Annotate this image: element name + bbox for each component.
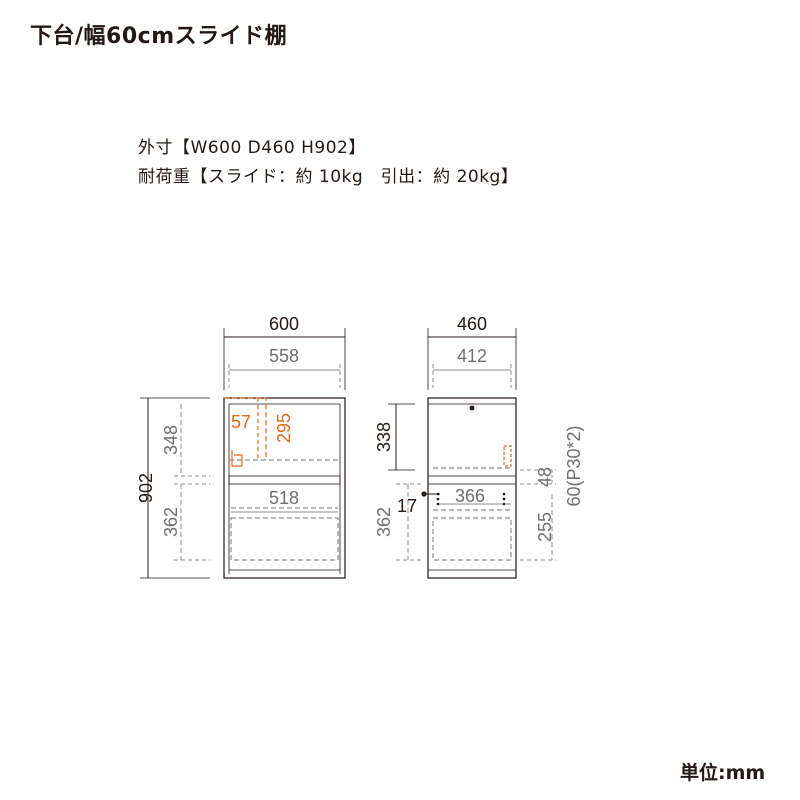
label-offset-17: 17 — [397, 496, 417, 516]
side-slide-stopper — [503, 445, 512, 467]
page-title: 下台/幅60cmスライド棚 — [30, 24, 288, 49]
load-capacity-spec: 耐荷重【スライド：約 10kg 引出：約 20kg】 — [138, 167, 519, 187]
label-slide-57: 57 — [231, 412, 251, 432]
label-depth-460: 460 — [457, 314, 487, 334]
label-pitch-60: 60(P30*2) — [564, 425, 584, 506]
slide-rail-outline — [224, 397, 267, 460]
label-width-600: 600 — [269, 314, 299, 334]
side-pin — [469, 405, 475, 411]
front-cabinet-outline — [223, 397, 346, 579]
front-orange-details — [224, 397, 267, 467]
label-gap-48: 48 — [535, 467, 555, 487]
label-drawer-depth-366: 366 — [455, 486, 485, 506]
label-upper-338: 338 — [374, 422, 394, 452]
label-inner-width-558: 558 — [269, 346, 299, 366]
side-drawer-outline — [432, 517, 512, 561]
label-drawer-width-518: 518 — [269, 488, 299, 508]
label-height-902: 902 — [136, 473, 156, 503]
side-view — [421, 397, 517, 579]
unit-label: 単位:mm — [680, 762, 766, 784]
front-middle-shelf — [228, 475, 341, 485]
label-lower-362-side: 362 — [374, 507, 394, 537]
slide-bracket — [231, 450, 243, 467]
outer-size-spec: 外寸【W600 D460 H902】 — [138, 138, 366, 158]
label-lower-362: 362 — [161, 507, 181, 537]
front-drawer-outline — [230, 517, 339, 561]
front-dimension-lines — [140, 328, 346, 579]
label-slide-295: 295 — [274, 413, 294, 443]
side-dimension-lines — [388, 328, 556, 561]
label-drawer-255: 255 — [535, 512, 555, 542]
label-inner-depth-412: 412 — [457, 346, 487, 366]
label-upper-348: 348 — [161, 425, 181, 455]
side-middle-shelf — [427, 475, 517, 485]
side-pitch-dots — [436, 492, 506, 506]
front-view — [223, 397, 346, 579]
side-cabinet-outline — [427, 397, 517, 579]
